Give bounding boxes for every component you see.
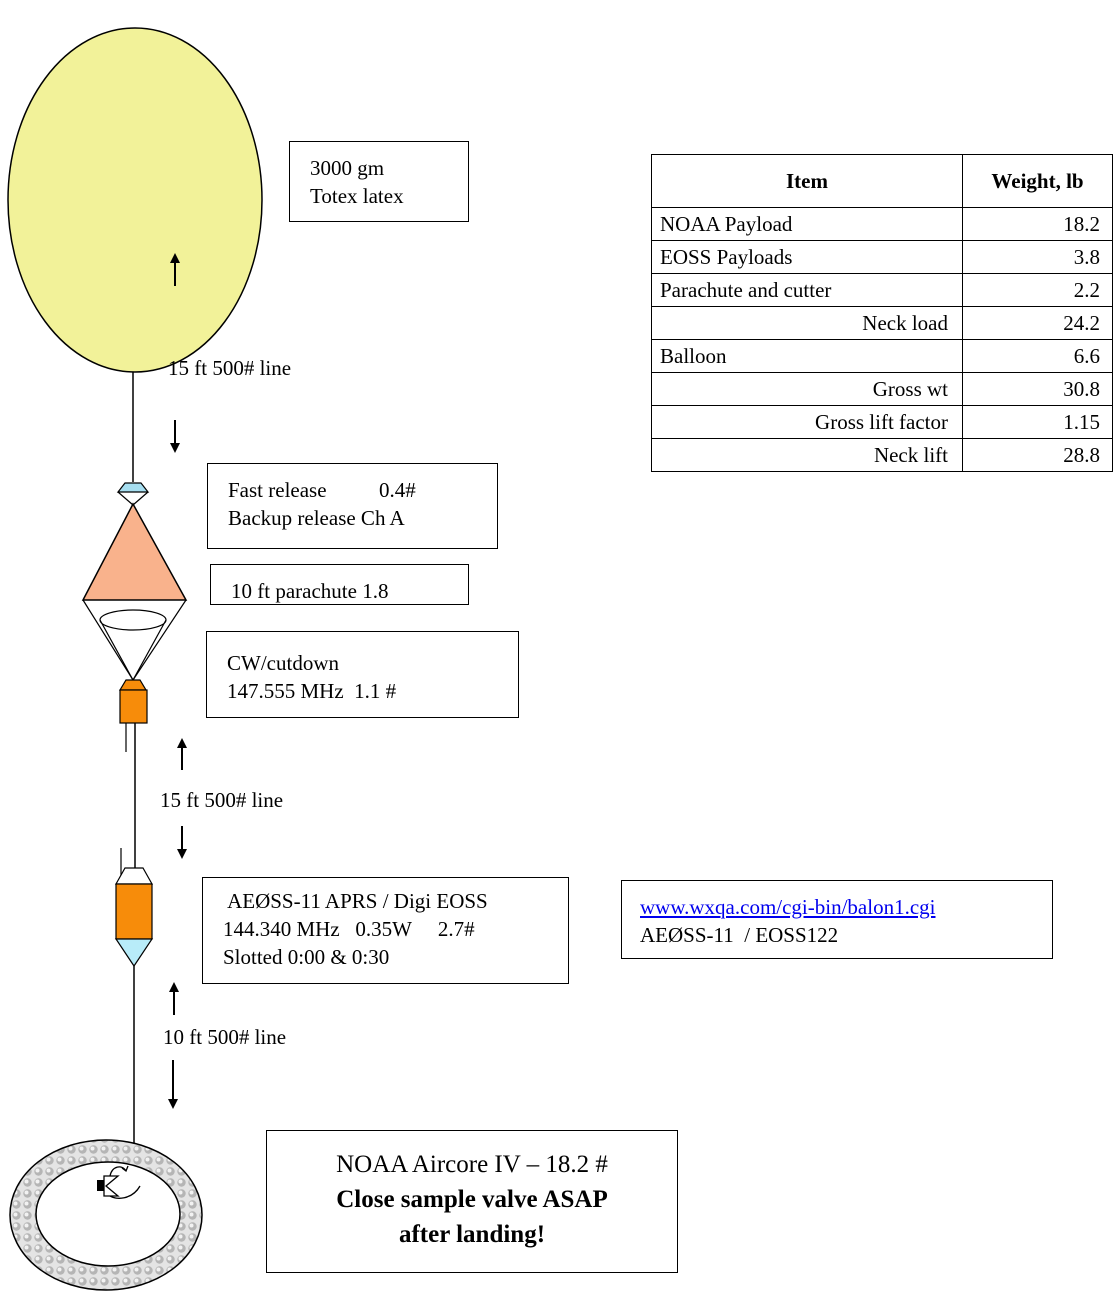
shroud-ring xyxy=(99,609,167,631)
arrow-up-top xyxy=(170,253,180,286)
fast-release-line1: Fast release 0.4# xyxy=(228,478,416,502)
aprs-payload-body xyxy=(115,883,153,940)
arrow-down-bottom xyxy=(168,1060,178,1109)
arrow-down-middle xyxy=(177,826,187,859)
row-weight: 6.6 xyxy=(962,339,1113,373)
header-item: Item xyxy=(651,154,963,208)
tracking-callsigns: AEØSS-11 / EOSS122 xyxy=(640,923,839,947)
weight-table-header-row: Item Weight, lb xyxy=(651,154,1113,208)
fast-release-shape xyxy=(116,482,150,493)
arrow-up-middle xyxy=(177,738,187,770)
row-weight: 3.8 xyxy=(962,240,1113,274)
balloon-label-box: 3000 gm Totex latex xyxy=(289,141,469,222)
balloon-shape xyxy=(7,27,263,373)
aprs-line2: 144.340 MHz 0.35W 2.7# xyxy=(223,917,475,941)
row-weight: 30.8 xyxy=(962,372,1113,406)
release-strut-right xyxy=(132,491,149,506)
aircore-ring-inner xyxy=(35,1161,181,1267)
aircore-warning-line2: after landing! xyxy=(398,1221,546,1248)
balloon-label-line2: Totex latex xyxy=(310,184,404,208)
cutdown-line1: CW/cutdown xyxy=(227,651,339,675)
fast-release-line2: Backup release Ch A xyxy=(228,506,405,530)
row-weight: 28.8 xyxy=(962,438,1113,472)
parachute-label: 10 ft parachute 1.8 xyxy=(231,579,389,603)
parachute-canopy xyxy=(81,502,188,601)
aprs-line3: Slotted 0:00 & 0:30 xyxy=(223,945,390,969)
row-item: Gross wt xyxy=(651,372,963,406)
row-item: EOSS Payloads xyxy=(651,240,963,274)
valve-icon xyxy=(97,1165,141,1199)
cutdown-line2: 147.555 MHz 1.1 # xyxy=(227,679,397,703)
cutdown-unit-cap xyxy=(118,679,148,691)
aircore-title: NOAA Aircore IV – 18.2 # xyxy=(336,1151,608,1178)
line-label-bottom: 10 ft 500# line xyxy=(163,1025,287,1049)
row-weight: 24.2 xyxy=(962,306,1113,340)
row-item: Neck lift xyxy=(651,438,963,472)
row-item: Gross lift factor xyxy=(651,405,963,439)
row-weight: 1.15 xyxy=(962,405,1113,439)
aircore-warning-line1: Close sample valve ASAP xyxy=(336,1186,608,1213)
tracking-link-box: www.wxqa.com/cgi-bin/balon1.cgi AEØSS-11… xyxy=(621,880,1053,959)
row-item: Neck load xyxy=(651,306,963,340)
row-item: Parachute and cutter xyxy=(651,273,963,307)
arrow-up-bottom xyxy=(169,982,179,1015)
cutdown-box: CW/cutdown 147.555 MHz 1.1 # xyxy=(206,631,519,718)
shroud-line-left xyxy=(82,599,134,681)
shroud-line-center-right xyxy=(132,619,167,681)
aprs-box: AEØSS-11 APRS / Digi EOSS 144.340 MHz 0.… xyxy=(202,877,569,984)
tracking-link[interactable]: www.wxqa.com/cgi-bin/balon1.cgi xyxy=(640,895,936,919)
line-label-middle: 15 ft 500# line xyxy=(160,788,284,812)
cutdown-unit-body xyxy=(119,689,148,724)
parachute-box: 10 ft parachute 1.8 xyxy=(210,564,469,605)
header-weight: Weight, lb xyxy=(962,154,1113,208)
release-strut-left xyxy=(117,491,134,506)
row-item: Balloon xyxy=(651,339,963,373)
line-label-top: 15 ft 500# line xyxy=(168,356,292,380)
balloon-label-line1: 3000 gm xyxy=(310,156,385,180)
aircore-box: NOAA Aircore IV – 18.2 # Close sample va… xyxy=(266,1130,678,1273)
shroud-line-center-left xyxy=(99,619,134,681)
lower-release-shape xyxy=(114,938,154,968)
arrow-down-top xyxy=(170,420,180,453)
row-item: NOAA Payload xyxy=(651,207,963,241)
shroud-line-right xyxy=(132,599,187,681)
aprs-line1: AEØSS-11 APRS / Digi EOSS xyxy=(223,889,488,913)
fast-release-box: Fast release 0.4# Backup release Ch A xyxy=(207,463,498,549)
row-weight: 18.2 xyxy=(962,207,1113,241)
row-weight: 2.2 xyxy=(962,273,1113,307)
